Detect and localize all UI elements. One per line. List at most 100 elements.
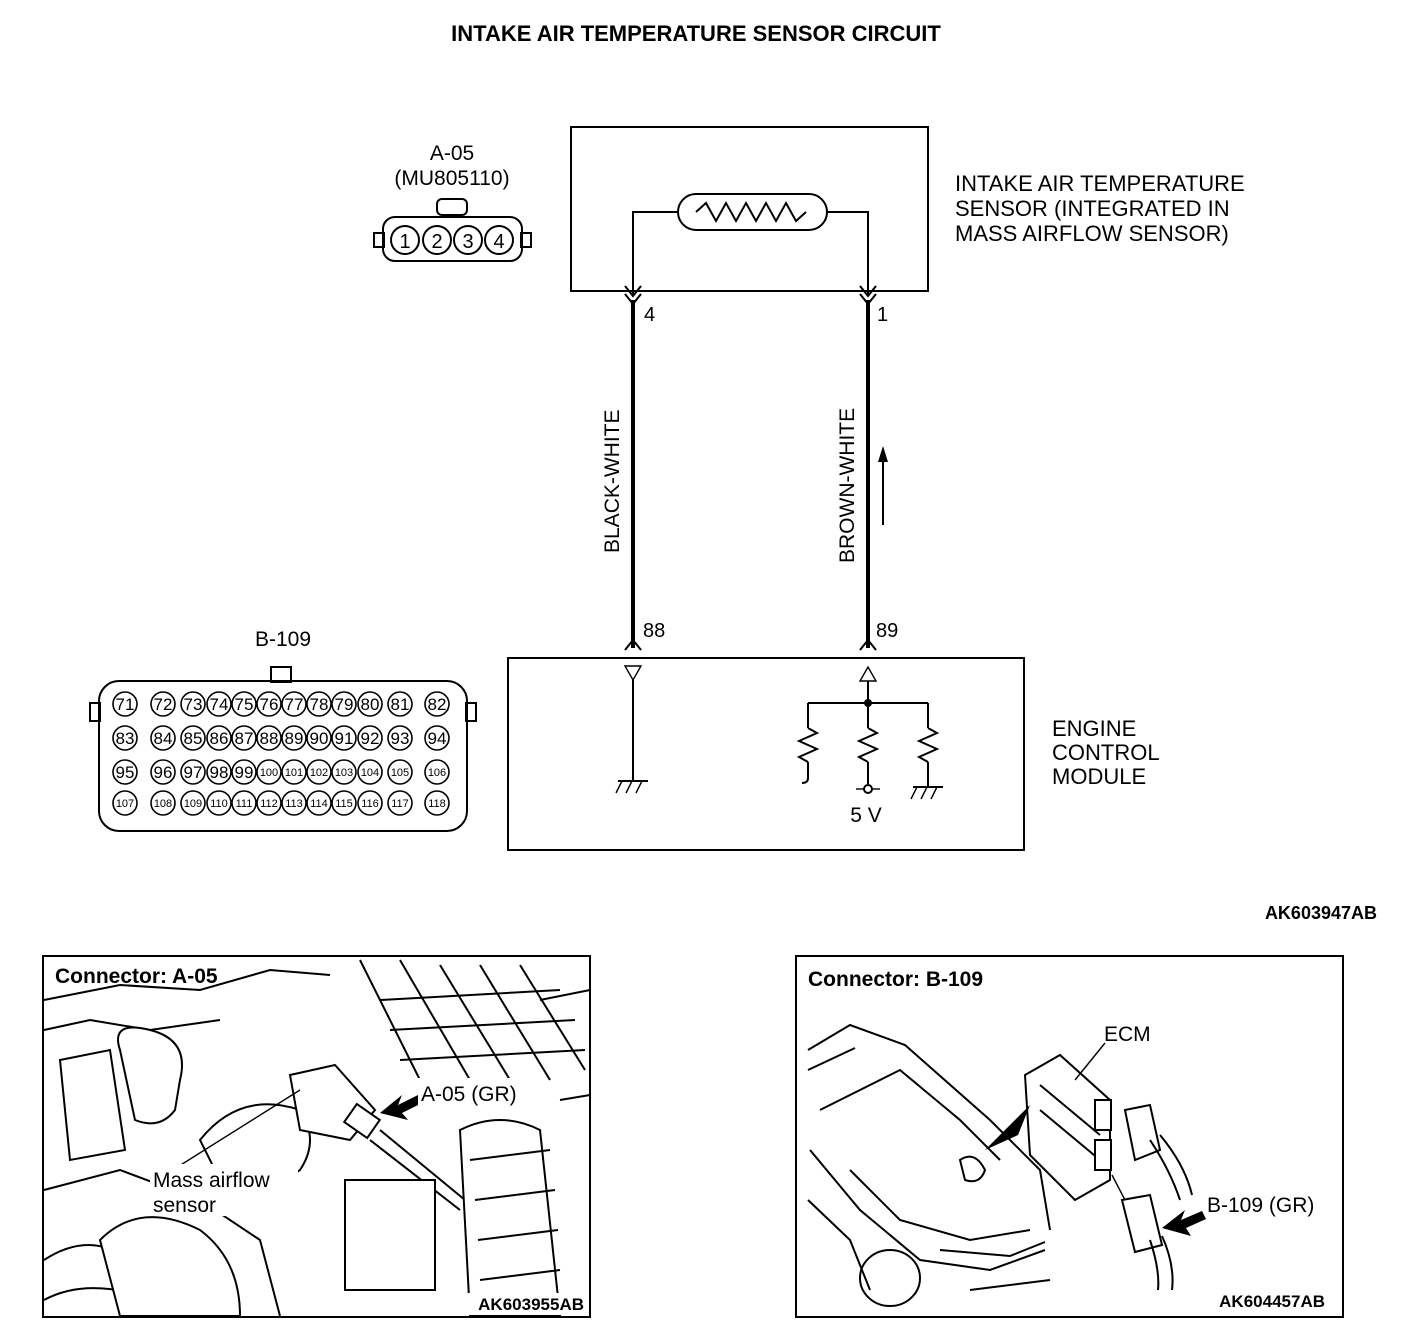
ecm-connector-pin <box>206 759 232 785</box>
ecm-connector-pin-label: 83 <box>116 729 135 748</box>
ecm-connector-pin <box>150 691 176 717</box>
ecm-connector-pin <box>357 790 383 816</box>
ecm-connector-pin-label: 116 <box>361 798 379 810</box>
ecm-connector-pin <box>281 790 307 816</box>
ecm-connector-pin <box>256 691 282 717</box>
ecm-connector-pin <box>112 725 138 751</box>
wire-brown-white-label: BROWN-WHITE <box>836 408 859 563</box>
ecm-connector-pin <box>206 725 232 751</box>
ecm-voltage-label: 5 V <box>850 804 882 827</box>
ecm-connector-pin-label: 87 <box>235 729 254 748</box>
panel-a05-frame <box>42 955 591 1318</box>
signal-direction-arrow-icon <box>878 446 888 525</box>
ecm-connector-pin-label: 71 <box>116 695 135 714</box>
ecm-connector-pin-label: 105 <box>391 767 409 779</box>
ecm-connector-pin <box>387 691 413 717</box>
sensor-connector-pin-4: 4 <box>493 231 504 253</box>
ecm-connector-pin-label: 98 <box>210 763 229 782</box>
ecm-connector-pin-label: 112 <box>260 798 278 810</box>
ecm-connector-pin-label: 113 <box>285 798 303 810</box>
ecm-connector-pin <box>150 725 176 751</box>
ecm-connector-pin-label: 110 <box>210 798 228 810</box>
ecm-connector-pin-label: 75 <box>235 695 254 714</box>
ecm-connector-pin <box>206 790 232 816</box>
panel-a05-code: AK603955AB <box>478 1295 584 1314</box>
ecm-connector-pin <box>231 691 257 717</box>
ecm-connector-pin-label: 84 <box>154 729 173 748</box>
ecm-connector-pin-label: 79 <box>335 695 354 714</box>
ecm-input-circuit <box>796 665 943 800</box>
ecm-connector-pin-label: 101 <box>285 767 303 779</box>
ecm-box <box>507 657 1025 851</box>
wire-black-white-label: BLACK-WHITE <box>601 409 624 553</box>
ecm-connector-pin <box>424 691 450 717</box>
ecm-connector-pin <box>387 725 413 751</box>
ecm-connector-pin <box>150 759 176 785</box>
ecm-connector-pin-label: 91 <box>335 729 354 748</box>
panel-a05-callout: A-05 (GR) <box>421 1083 517 1106</box>
ecm-connector-pin <box>331 790 357 816</box>
ecm-connector-pin <box>231 759 257 785</box>
ecm-connector-pin-label: 99 <box>235 763 254 782</box>
ecm-connector-pin-label: 95 <box>116 763 135 782</box>
panel-b109-heading: Connector: B-109 <box>808 968 983 991</box>
panel-b109-frame <box>795 955 1344 1318</box>
ecm-connector-pin-label: 115 <box>335 798 353 810</box>
ecm-connector-pin <box>256 790 282 816</box>
ecm-label-line-2: CONTROL <box>1052 740 1160 765</box>
ecm-connector-pin-label: 96 <box>154 763 173 782</box>
mass-airflow-leader <box>159 1089 301 1179</box>
ecm-connector-id: B-109 <box>255 628 311 651</box>
ecm-connector-pin <box>306 691 332 717</box>
ecm-connector-pin <box>180 759 206 785</box>
ecm-connector-pin-label: 93 <box>391 729 410 748</box>
ecm-pin-88-label: 88 <box>643 620 665 642</box>
ecm-pin-89-label: 89 <box>876 620 898 642</box>
ecm-connector-pin <box>357 691 383 717</box>
ecm-connector-pin-label: 97 <box>184 763 203 782</box>
ecm-connector-pin <box>424 759 450 785</box>
ecm-connector-pin <box>112 790 138 816</box>
sensor-box <box>570 126 929 292</box>
ecm-pin-arrows <box>624 638 877 651</box>
ecm-connector-pin-label: 94 <box>428 729 447 748</box>
a05-callout-arrow-icon <box>380 1095 422 1120</box>
panel-b109-code: AK604457AB <box>1219 1292 1325 1311</box>
ecm-connector-pin <box>206 691 232 717</box>
ecm-connector-pin-label: 88 <box>260 729 279 748</box>
ecm-connector-pin-label: 90 <box>310 729 329 748</box>
ecm-connector-pin-label: 73 <box>184 695 203 714</box>
ecm-connector-pin-label: 118 <box>428 798 446 810</box>
ecm-connector-pin-label: 109 <box>184 798 202 810</box>
ecm-connector-pin-label: 77 <box>285 695 304 714</box>
sensor-connector-face <box>373 198 532 262</box>
sensor-pin-1-label: 1 <box>877 304 888 326</box>
ecm-connector-pin-label: 76 <box>260 695 279 714</box>
ecm-connector-pin-label: 82 <box>428 695 447 714</box>
ecm-connector-pin <box>150 790 176 816</box>
panel-b109-ecm-label: ECM <box>1104 1023 1151 1046</box>
sensor-pin-4-label: 4 <box>644 304 655 326</box>
ecm-connector-pin-label: 78 <box>310 695 329 714</box>
ecm-connector-pin-label: 85 <box>184 729 203 748</box>
ecm-label-line-1: ENGINE <box>1052 716 1136 741</box>
ecm-connector-pin-label: 107 <box>116 798 134 810</box>
ecm-connector-pin <box>306 759 332 785</box>
vehicle-ecm-drawing <box>807 1023 1193 1307</box>
ecm-connector-pin-label: 106 <box>428 767 446 779</box>
panel-a05-label-line-2: sensor <box>153 1194 216 1217</box>
ecm-connector-pin <box>306 790 332 816</box>
ecm-connector-pin <box>357 759 383 785</box>
ecm-connector-pin <box>180 790 206 816</box>
ecm-connector-pin-label: 80 <box>361 695 380 714</box>
ecm-connector-pin <box>256 725 282 751</box>
ecm-connector-pin <box>180 725 206 751</box>
ecm-connector-pin <box>387 759 413 785</box>
ecm-connector-pin <box>112 759 138 785</box>
panel-a05-label-line-1: Mass airflow <box>153 1169 271 1192</box>
ecm-connector-pin-label: 111 <box>236 798 253 810</box>
ecm-connector-pin <box>180 691 206 717</box>
sensor-connector-pin-3: 3 <box>462 231 473 253</box>
ecm-connector-pin-label: 92 <box>361 729 380 748</box>
